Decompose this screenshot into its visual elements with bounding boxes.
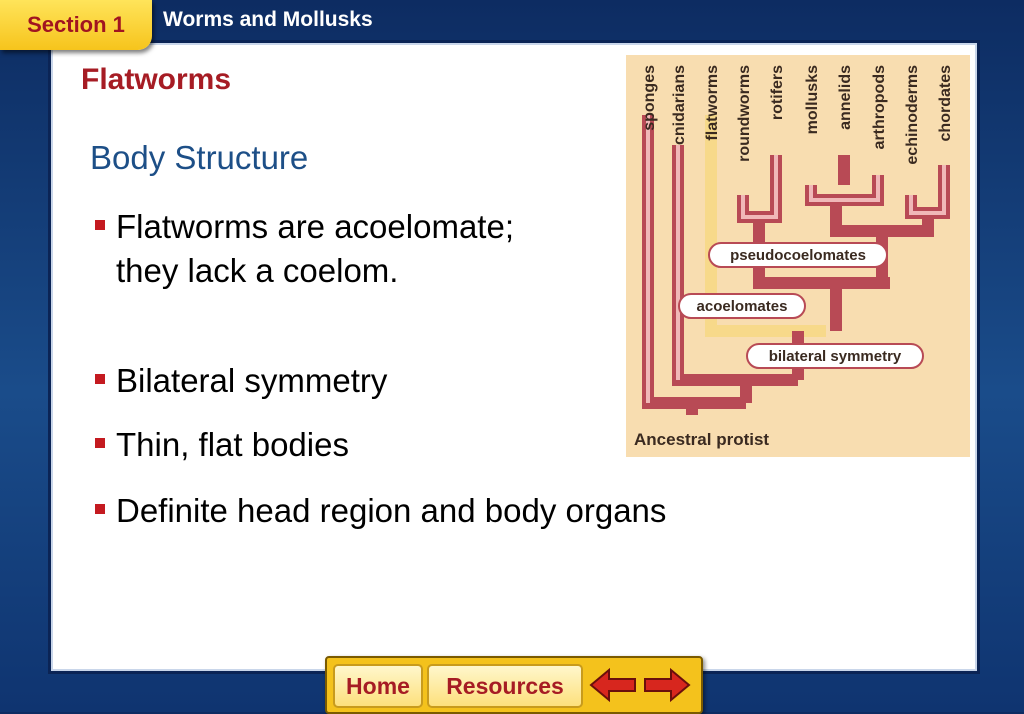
bullet-item: Thin, flat bodies	[91, 423, 591, 467]
chapter-title: Worms and Mollusks	[163, 8, 373, 31]
bullet-marker	[95, 220, 105, 230]
slide-content: Flatworms Body Structure Flatworms are a…	[48, 40, 980, 674]
bullet-marker	[95, 504, 105, 514]
bullet-marker	[95, 438, 105, 448]
resources-button[interactable]: Resources	[427, 664, 583, 708]
section-tab: Section 1	[0, 0, 152, 50]
page-title: Flatworms	[81, 63, 232, 96]
taxon-label: rotifers	[769, 65, 786, 120]
home-button[interactable]: Home	[333, 664, 423, 708]
ancestral-protist-label: Ancestral protist	[634, 430, 769, 449]
acoelomates-text: acoelomates	[697, 298, 788, 315]
bullet-text: Thin, flat bodies	[116, 426, 349, 463]
taxon-label: mollusks	[804, 65, 821, 134]
phylogeny-svg: sponges cnidarians flatworms roundworms roti…	[634, 65, 954, 449]
bullet-item: Flatworms are acoelomate; they lack a co…	[91, 205, 531, 293]
deuterostome-fork	[905, 165, 950, 219]
pseudocoel-fork	[737, 155, 782, 223]
acoelomates-label: acoelomates	[678, 293, 806, 319]
taxon-label: flatworms	[704, 65, 721, 141]
taxon-label: annelids	[837, 65, 854, 130]
pseudocoel-stem	[753, 217, 890, 289]
previous-arrow-icon[interactable]	[589, 667, 637, 703]
bilateral-symmetry-label: bilateral symmetry	[746, 343, 924, 369]
bullet-item: Definite head region and body organs	[91, 489, 811, 533]
phylogeny-diagram: sponges cnidarians flatworms roundworms roti…	[626, 55, 970, 457]
taxon-label: sponges	[641, 65, 658, 131]
pseudocoelomates-label: pseudocoelomates	[708, 242, 888, 268]
branch-highlight-3	[809, 175, 880, 202]
bullet-text: Bilateral symmetry	[116, 362, 388, 399]
bilateral-symmetry-text: bilateral symmetry	[769, 348, 902, 365]
flatworm-lineage	[705, 115, 826, 337]
taxon-label: cnidarians	[671, 65, 688, 145]
bullet-item: Bilateral symmetry	[91, 359, 591, 403]
taxa-labels: sponges cnidarians flatworms roundworms roti…	[641, 65, 954, 165]
navigation-bar: Home Resources	[325, 656, 703, 714]
taxon-label: chordates	[937, 65, 954, 142]
taxon-label: arthropods	[871, 65, 888, 150]
next-arrow-icon[interactable]	[643, 667, 691, 703]
pseudocoelomates-text: pseudocoelomates	[730, 247, 866, 264]
taxon-label: roundworms	[736, 65, 753, 162]
taxon-label: echinoderms	[904, 65, 921, 165]
bullet-text: Definite head region and body organs	[116, 492, 667, 529]
subheading: Body Structure	[90, 139, 309, 176]
bullet-marker	[95, 374, 105, 384]
bullet-text: Flatworms are acoelomate; they lack a co…	[116, 208, 514, 289]
branch-highlight-2	[741, 155, 778, 219]
branch-highlight-4	[909, 165, 946, 215]
